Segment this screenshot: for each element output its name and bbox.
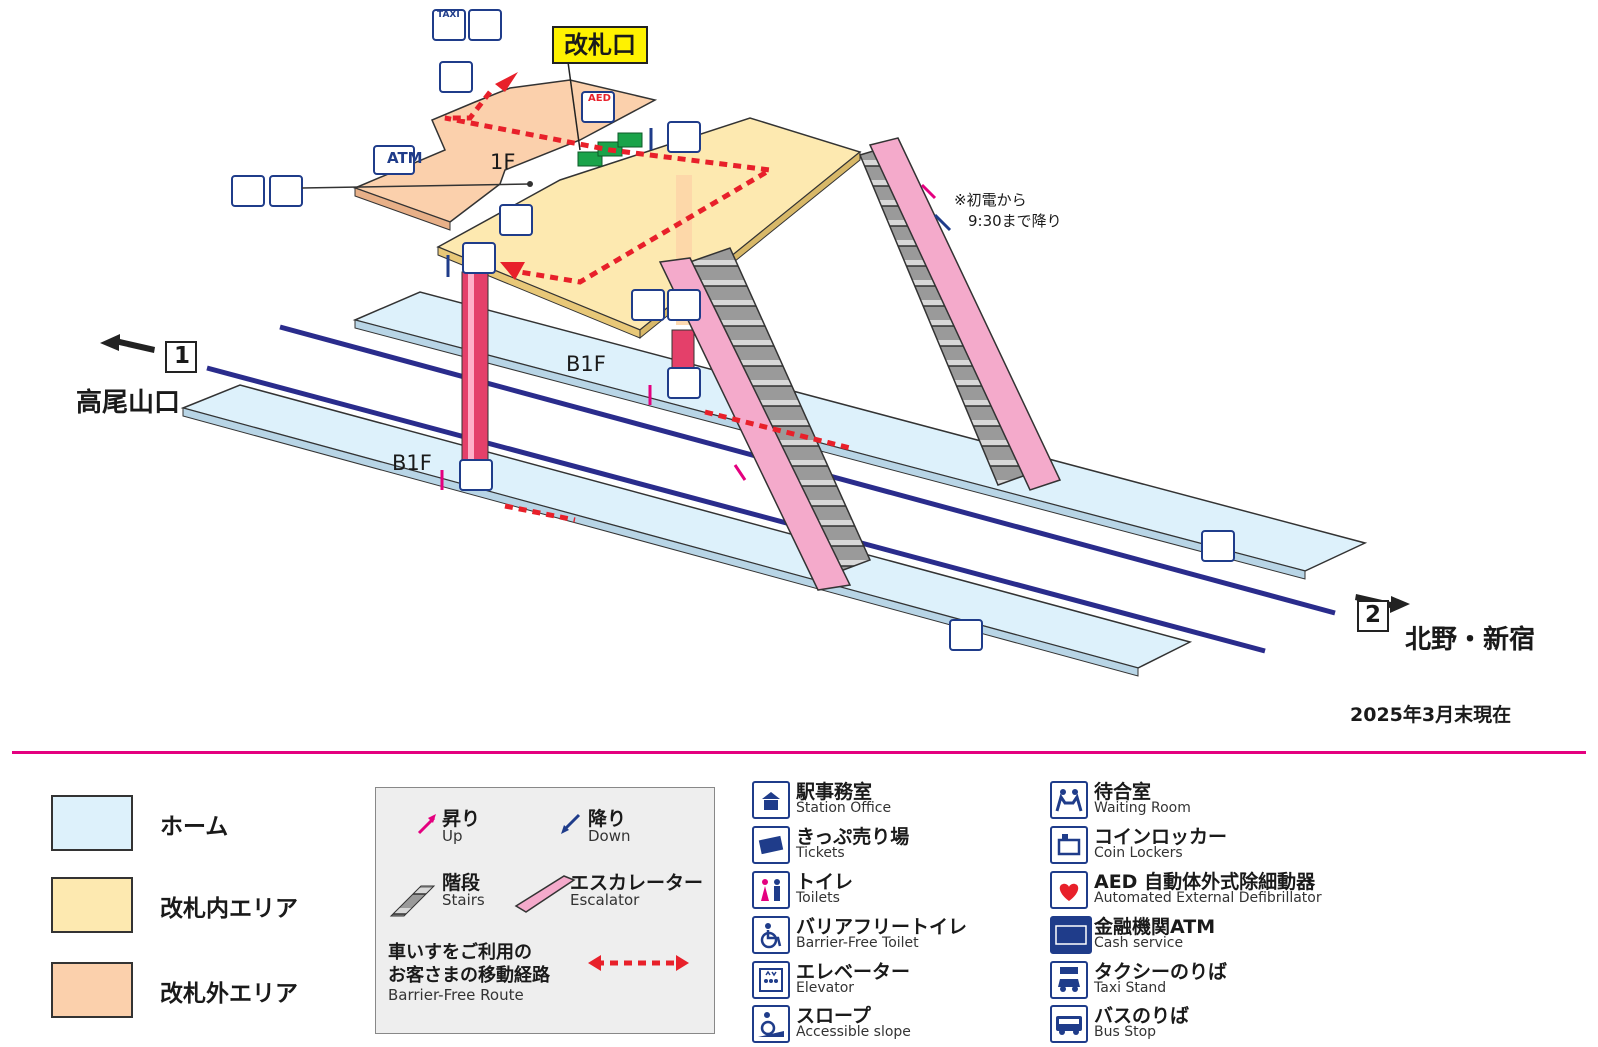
ticket-icon [752, 826, 790, 864]
waiting-room-icon [1050, 781, 1088, 819]
bus-icon [1050, 1005, 1088, 1043]
slope-icon [752, 1005, 790, 1043]
coin-locker-icon [1050, 826, 1088, 864]
escalator-lower [658, 257, 852, 591]
escalator-icon [514, 875, 576, 913]
legend-stairs-jp: 階段 [442, 872, 481, 894]
legend-escalator-en: Escalator [570, 891, 640, 909]
legend-route-jp-2: お客さまの移動経路 [388, 965, 550, 986]
aed-icon: AED [588, 93, 611, 104]
legend-outside-gate: 改札外エリア [160, 981, 298, 1007]
elevator-shaft-left [461, 271, 489, 467]
barrier-free-toilet-icon [752, 916, 790, 954]
atm-icon: ATM [387, 149, 423, 167]
dir-left-name: 高尾山口 [76, 388, 181, 418]
escalator-upper [868, 137, 1062, 491]
toilet-icon [752, 871, 790, 909]
escalator-note-line2: 9:30まで降り [968, 212, 1062, 230]
divider [12, 751, 1586, 754]
map-icons [231, 9, 1235, 651]
station-office-icon [752, 781, 790, 819]
legend-down-en: Down [588, 827, 631, 845]
legend-route-jp-1: 車いすをご利用の [388, 942, 532, 963]
as-of-date: 2025年3月末現在 [1350, 704, 1512, 726]
gate-label: 改札口 [552, 26, 648, 64]
dir-right-name: 北野・新宿 [1405, 625, 1536, 655]
floor-1f-label: 1F [490, 150, 516, 174]
legend-down-jp: 降り [588, 808, 627, 830]
legend-escalator-jp: エスカレーター [570, 872, 704, 894]
legend-stairs-en: Stairs [442, 891, 485, 909]
elevator-icon [752, 961, 790, 999]
swatch-platform [51, 795, 133, 851]
swatch-inside-gate [51, 877, 133, 933]
elevator-shaft-right [671, 329, 695, 369]
legend-inside-gate: 改札内エリア [160, 896, 298, 922]
arrow-left [100, 334, 155, 353]
floor-b1f-upper-label: B1F [566, 352, 606, 376]
taxi-icon: TAXI [437, 10, 460, 20]
dir-right-box [1357, 600, 1389, 632]
dir-right-number: 2 [1365, 602, 1382, 628]
station-map [100, 9, 1410, 677]
stairs-icon [389, 885, 436, 917]
swatch-outside-gate [51, 962, 133, 1018]
aed-icon [1050, 871, 1088, 909]
legend-up-jp: 昇り [442, 808, 481, 830]
dir-left-number: 1 [174, 343, 191, 369]
legend-route-en: Barrier-Free Route [388, 986, 524, 1004]
dir-left-box [165, 341, 197, 373]
platform-upper [352, 291, 1368, 572]
escalator-note-line1: ※初電から [954, 191, 1027, 209]
track-lower [206, 365, 1266, 654]
symbol-legend: 昇り Up 降り Down 階段 Stairs エスカレーター Escalato… [375, 787, 715, 1034]
platform-lower [180, 384, 1193, 669]
symbol-legend-graphics [389, 813, 689, 971]
atm-icon [1050, 916, 1092, 954]
legend-platform: ホーム [160, 814, 229, 840]
up-down-arrows [440, 128, 952, 490]
legend-up-en: Up [442, 827, 463, 845]
taxi-icon [1050, 961, 1088, 999]
floor-b1f-lower-label: B1F [392, 451, 432, 475]
barrier-free-route [444, 90, 851, 523]
